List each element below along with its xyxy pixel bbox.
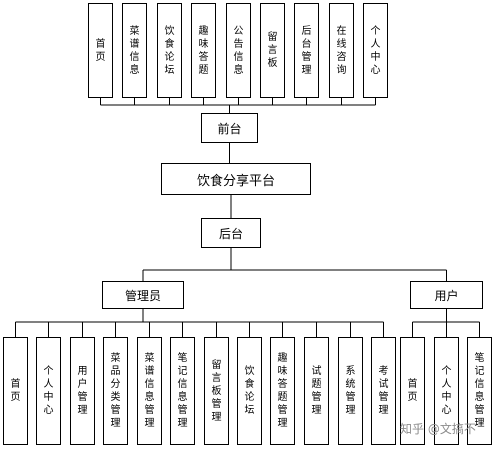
user-module-item-label: 首页 [407,379,418,403]
admin-module-item: 系统管理 [338,337,363,445]
front-module-item: 首页 [88,3,113,98]
user-node-label: 用户 [434,288,459,303]
user-node: 用户 [410,281,483,309]
front-module-item-label: 趣味答题 [198,25,209,76]
admin-module-item: 用户管理 [70,337,95,445]
admin-module-item-label: 个人中心 [43,366,54,416]
front-module-item-label: 个人中心 [370,25,381,76]
root-node: 饮食分享平台 [161,163,311,195]
admin-module-item-label: 考试管理 [378,366,389,416]
front-module-item-label: 菜谱信息 [129,25,140,76]
admin-module-item-label: 用户管理 [77,366,88,416]
front-module-item: 菜谱信息 [122,3,147,98]
admin-module-item-label: 试题管理 [311,366,322,416]
admin-module-item-label: 系统管理 [345,366,356,416]
user-module-item-label: 个人中心 [441,366,452,416]
admin-module-item-label: 首页 [10,379,21,403]
admin-module-item: 趣味答题管理 [270,337,295,445]
front-module-item: 在线咨询 [329,3,354,98]
user-module-item: 笔记信息管理 [467,337,492,445]
admin-module-item: 菜谱信息管理 [137,337,162,445]
front-module-item: 公告信息 [226,3,251,98]
admin-node-label: 管理员 [124,288,161,303]
admin-module-item: 考试管理 [371,337,396,445]
front-module-item-label: 后台管理 [301,25,312,76]
front-module-item-label: 在线咨询 [336,25,347,76]
front-module-item-label: 留言板 [267,32,278,69]
front-module-item: 留言板 [260,3,285,98]
front-module-item: 趣味答题 [191,3,216,98]
user-module-item-label: 笔记信息管理 [474,353,485,429]
front-module-item: 个人中心 [363,3,388,98]
admin-module-item: 首页 [3,337,28,445]
admin-module-item-label: 饮食论坛 [244,366,255,416]
watermark: 知乎 @文搞不 [400,422,476,436]
admin-module-item-label: 趣味答题管理 [277,353,288,429]
front-module-item: 后台管理 [294,3,319,98]
admin-node: 管理员 [102,281,184,309]
user-module-item: 个人中心 [434,337,459,445]
admin-module-item-label: 菜品分类管理 [110,353,121,429]
admin-module-item: 个人中心 [36,337,61,445]
admin-module-item-label: 菜谱信息管理 [144,353,155,429]
admin-module-item: 试题管理 [304,337,329,445]
admin-module-item: 饮食论坛 [237,337,262,445]
admin-module-item: 菜品分类管理 [103,337,128,445]
user-module-item: 首页 [400,337,425,445]
front-module-item: 饮食论坛 [157,3,182,98]
admin-module-item-label: 笔记信息管理 [177,353,188,429]
admin-module-item: 笔记信息管理 [170,337,195,445]
admin-module-item: 留言板管理 [204,337,229,445]
front-module-item-label: 公告信息 [233,25,244,76]
root-node-label: 饮食分享平台 [196,173,275,189]
back-node: 后台 [201,218,261,248]
back-node-label: 后台 [218,226,243,241]
front-module-item-label: 饮食论坛 [164,25,175,76]
front-node-label: 前台 [217,121,242,136]
front-module-item-label: 首页 [95,38,106,63]
admin-module-item-label: 留言板管理 [211,359,222,423]
front-node: 前台 [201,113,258,143]
